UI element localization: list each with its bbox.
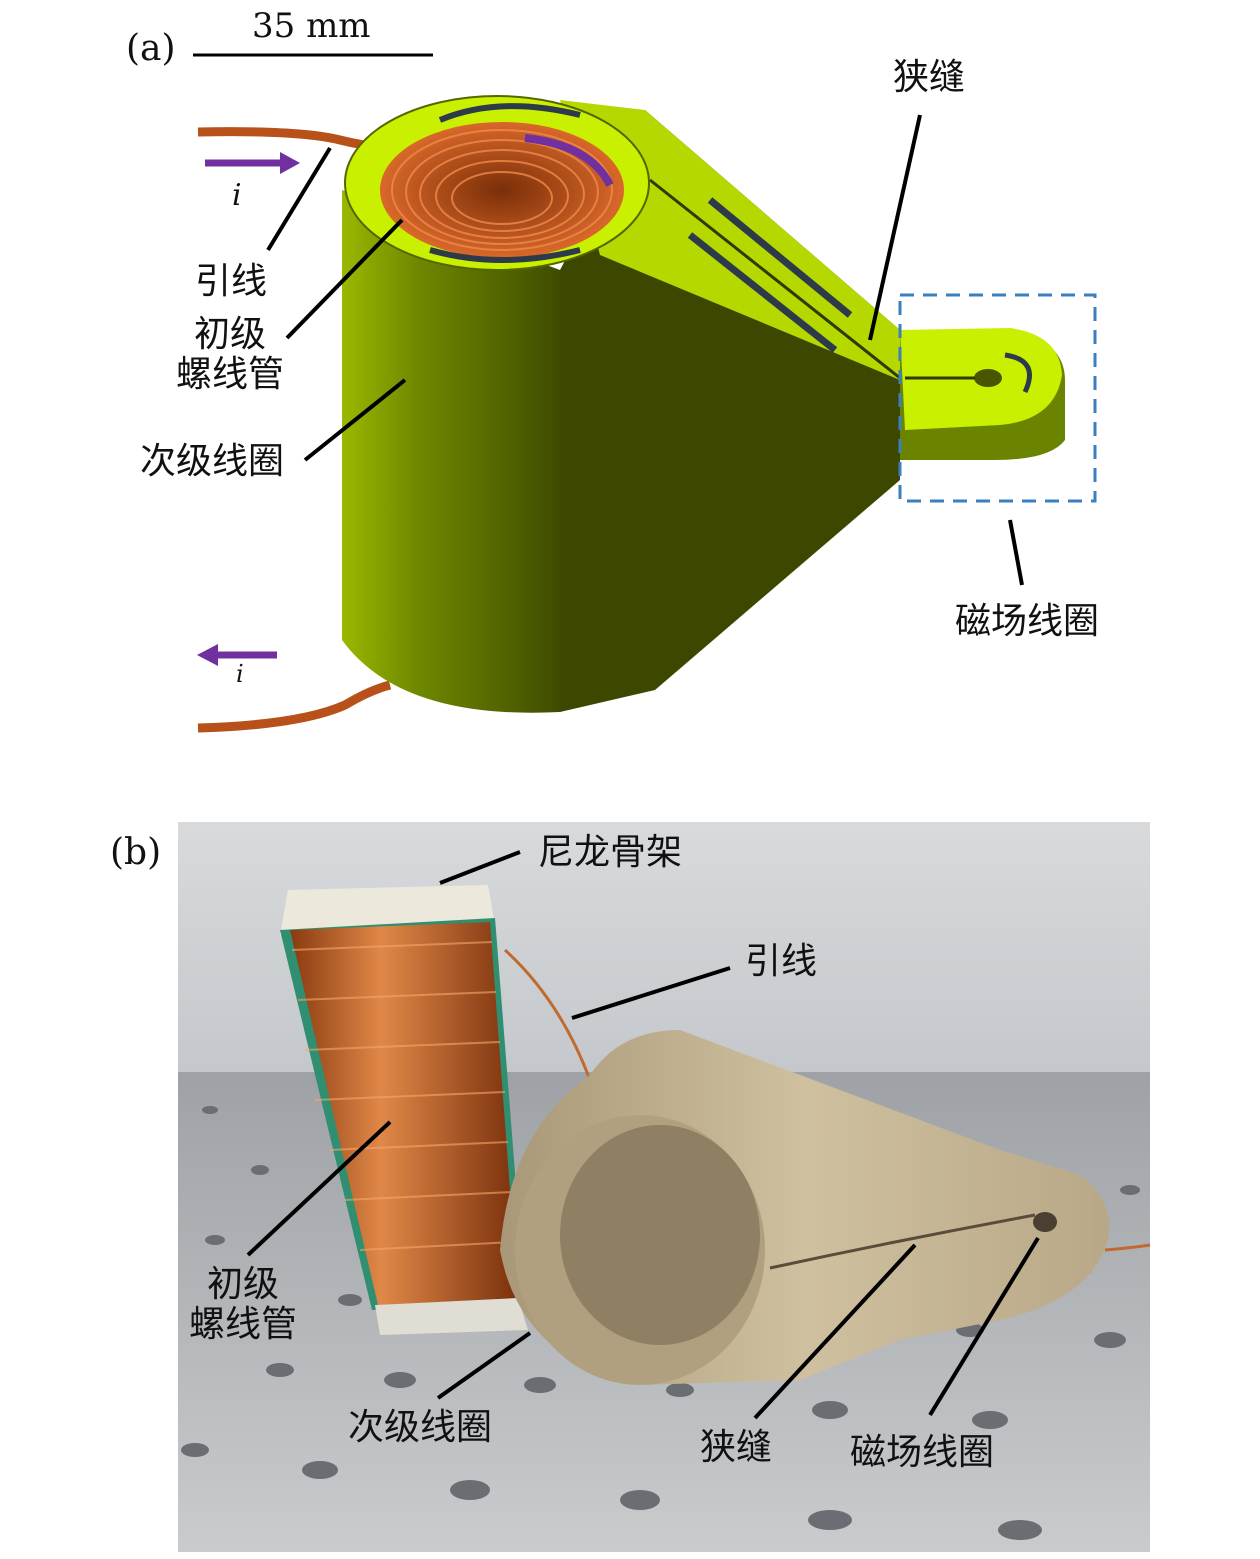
field-current-arrow [1004, 352, 1032, 394]
label-field-coil-a: 磁场线圈 [955, 601, 1100, 642]
label-nylon-frame: 尼龙骨架 [538, 832, 683, 873]
slit-photo [769, 1213, 1036, 1270]
pointer-arrows-b [246, 850, 1040, 1420]
secondary-bore [560, 1125, 760, 1345]
label-field-coil-b: 磁场线圈 [850, 1432, 995, 1473]
current-label-top: i [232, 178, 242, 213]
label-primary-a: 初级螺线管 [175, 314, 284, 395]
panel-a-tag: (a) [126, 28, 176, 69]
scale-bar-label: 35 mm [252, 6, 371, 46]
primary-current-arrow [524, 134, 614, 187]
label-slit-a: 狭缝 [893, 57, 966, 98]
lead-wire-bottom [197, 680, 392, 733]
plate-current-arrow-down [687, 232, 838, 353]
label-secondary-a: 次级线圈 [140, 441, 285, 482]
label-slit-b: 狭缝 [700, 1427, 773, 1468]
current-label-bottom: i [236, 660, 244, 688]
label-lead-a: 引线 [195, 261, 268, 302]
label-primary-b: 初级螺线管 [188, 1264, 297, 1345]
label-secondary-b: 次级线圈 [348, 1407, 493, 1448]
slit-line [649, 178, 901, 380]
field-coil-dashed-box [898, 293, 1097, 503]
panel-a-diagram [193, 53, 1097, 733]
pointer-arrows [266, 114, 1024, 586]
lead-wire-photo [503, 948, 592, 1081]
primary-solenoid-photo [290, 922, 518, 1305]
ring-current-arrow [438, 103, 581, 123]
plate-current-arrow-up [707, 197, 853, 318]
panel-b-tag: (b) [110, 832, 162, 873]
tab-hole [974, 369, 1002, 387]
label-lead-b: 引线 [745, 941, 818, 982]
cylinder-body [342, 190, 560, 713]
